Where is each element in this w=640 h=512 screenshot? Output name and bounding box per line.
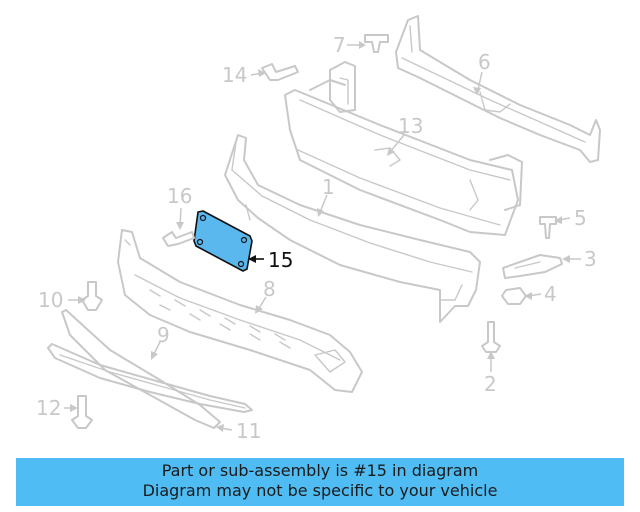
screw-12: [71, 395, 93, 429]
callout-14: 14: [222, 63, 247, 87]
part-13-absorber: [284, 61, 523, 236]
callout-12: 12: [36, 396, 61, 420]
callout-10: 10: [38, 288, 63, 312]
callout-9: 9: [157, 323, 170, 347]
callout-7: 7: [333, 33, 346, 57]
callout-16: 16: [167, 184, 192, 208]
fastener-16: [162, 231, 195, 247]
bracket-3: [502, 254, 563, 279]
info-banner: Part or sub-assembly is #15 in diagram D…: [16, 458, 624, 506]
part-15-license-bracket: [193, 210, 253, 272]
part-1-bumper-cover: [224, 134, 481, 323]
bolt-2: [481, 321, 501, 353]
part-8-lower-grille: [117, 229, 363, 393]
fastener-14: [261, 63, 299, 81]
banner-line-part: Part or sub-assembly is #15 in diagram: [161, 461, 479, 480]
callout-1: 1: [322, 175, 335, 199]
callout-5: 5: [574, 206, 587, 230]
fastener-5: [539, 216, 557, 239]
clip-10: [81, 281, 103, 311]
part-11-lower-lip: [61, 309, 221, 429]
callout-13: 13: [398, 114, 423, 138]
callout-6: 6: [478, 50, 491, 74]
callout-8: 8: [263, 277, 276, 301]
part-6-upper-beam: [395, 15, 601, 163]
callout-3: 3: [584, 247, 597, 271]
banner-line-disclaimer: Diagram may not be specific to your vehi…: [142, 481, 498, 500]
callout-11: 11: [236, 419, 261, 443]
callout-4: 4: [544, 282, 557, 306]
leader-lines: [64, 41, 581, 432]
nut-4: [501, 287, 527, 305]
fastener-7: [364, 34, 389, 53]
callout-15: 15: [268, 248, 293, 272]
callout-2: 2: [484, 372, 497, 396]
parts-diagram: 7 14 6 13 1 16 5 3 15 4 8 10 9 2 12 11: [36, 15, 601, 443]
